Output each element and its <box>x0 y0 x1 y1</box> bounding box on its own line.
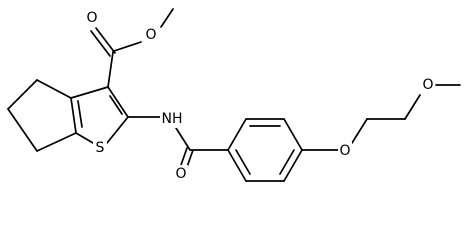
bond-ester-c-o <box>113 41 142 52</box>
bond-ester-carbonyl-double-a <box>95 27 116 54</box>
atom-o-ester-carbonyl: O <box>85 9 99 27</box>
bond-benzene-c1-c2 <box>227 118 247 151</box>
atom-o-ester-methoxy: O <box>144 26 158 44</box>
bond-benzene-c6-c1-inner <box>235 149 251 175</box>
bond-ch2-o <box>404 94 421 120</box>
atom-nh-amide: NH <box>160 110 184 128</box>
bond-benzene-c4-c5-inner <box>279 149 295 175</box>
atom-o-ester-methoxy-label: O <box>145 27 156 43</box>
bond-n-carbonyl-c <box>175 127 191 151</box>
bond-cyclopentane-c6-c6a <box>36 132 77 152</box>
bond-o-ch2 <box>351 118 368 144</box>
atom-o-methoxy-terminal-label: O <box>422 77 433 93</box>
bond-thiophene-c2-s <box>106 116 129 144</box>
atom-o-methoxy-terminal: O <box>421 76 435 94</box>
bond-ring-c3-ester-c <box>107 51 114 88</box>
atom-label-bg <box>338 142 352 160</box>
bond-amide-carbonyl-double-b <box>186 149 194 168</box>
bond-layer <box>7 8 461 182</box>
bond-benzene-c6-c1 <box>227 149 247 182</box>
bond-amide-carbonyl-double-a <box>180 147 188 166</box>
bond-ester-o-methyl <box>160 8 174 28</box>
atom-o-ester-carbonyl-label: O <box>86 10 97 26</box>
bond-benzene-c4-c5 <box>283 149 303 182</box>
atom-o-aryl-ether-label: O <box>339 143 350 159</box>
bond-thiophene-c3-c2-inner <box>109 95 123 115</box>
atom-s-ring-label: S <box>96 140 105 156</box>
atom-label-bg <box>93 139 107 157</box>
atom-label-bg <box>144 26 158 44</box>
atom-label-bg <box>421 76 435 94</box>
bond-benzene-c3-c4 <box>283 118 303 151</box>
atom-nh-amide-label: NH <box>162 111 183 127</box>
bond-thiophene-s-c6a <box>75 132 94 144</box>
atom-o-aryl-ether: O <box>338 142 352 160</box>
atom-label-bg <box>174 165 188 183</box>
atom-label-layer: O O S NH O O O <box>85 9 435 183</box>
atom-o-amide-carbonyl-label: O <box>175 166 186 182</box>
atom-s-ring: S <box>93 139 107 157</box>
bond-cyclopentane-c5-c6 <box>7 108 38 152</box>
bond-thiophene-c6a-c3a-inner <box>77 100 83 128</box>
atom-label-bg <box>160 110 184 128</box>
molecule-structure: O O S NH O O O <box>7 8 461 183</box>
bond-cyclopentane-c4-c5 <box>7 79 38 110</box>
bond-thiophene-c3a-c3 <box>70 86 109 99</box>
atom-label-bg <box>85 9 99 27</box>
bond-cyclopentane-c3a-c4 <box>36 79 72 99</box>
bond-thiophene-c6a-c3a <box>70 97 77 134</box>
atom-o-amide-carbonyl: O <box>174 165 188 183</box>
bond-thiophene-c3-c2 <box>107 86 129 118</box>
bond-ester-carbonyl-double-b <box>90 30 111 57</box>
